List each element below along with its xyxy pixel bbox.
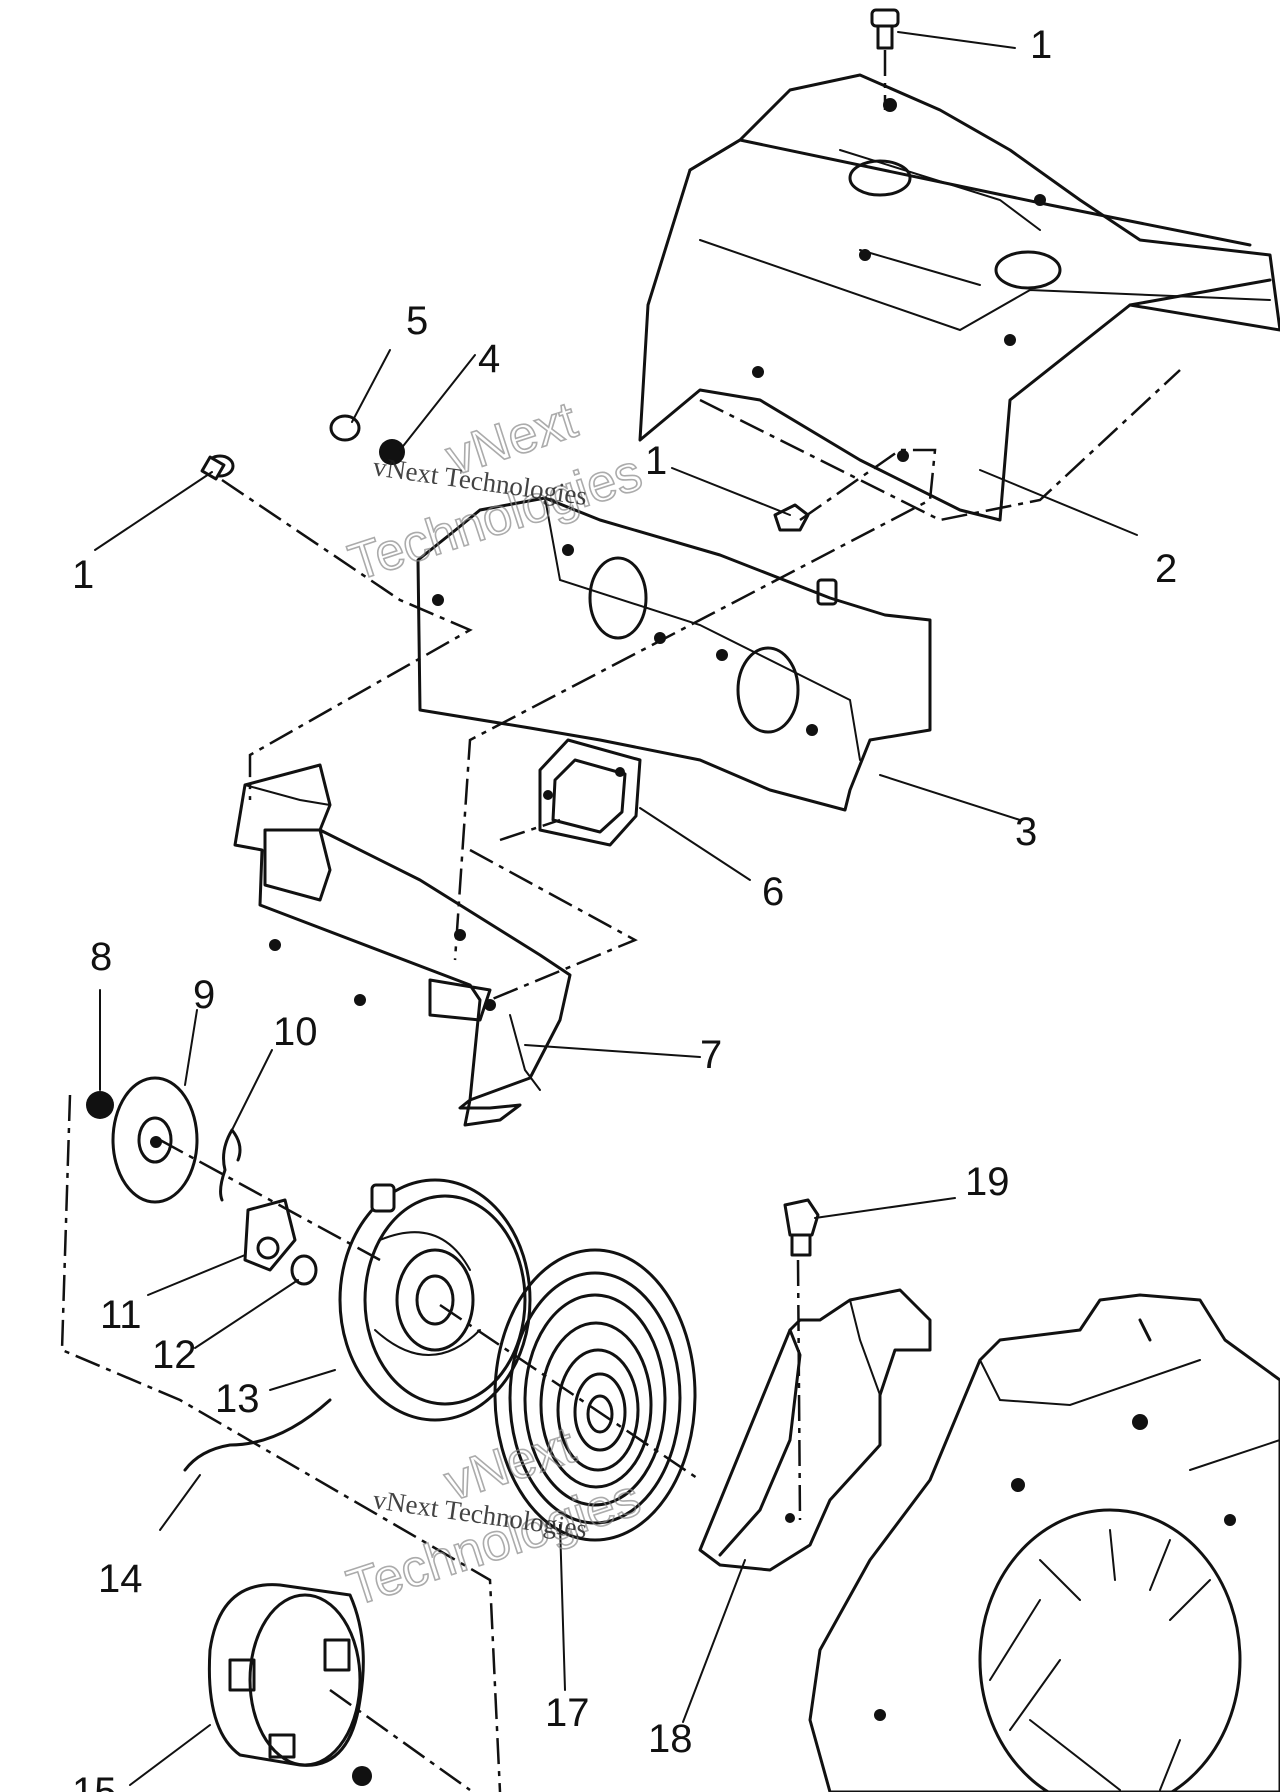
callout-4: 4: [478, 337, 500, 381]
fasteners: [200, 8, 900, 1257]
callout-9: 9: [193, 973, 215, 1017]
callout-11: 11: [100, 1293, 142, 1337]
callout-1-left: 1: [72, 553, 94, 597]
fan-housing: [808, 1293, 1280, 1792]
starter-hardware: [86, 1076, 318, 1286]
leader-lines: [94, 31, 1280, 1786]
callout-14: 14: [98, 1557, 143, 1601]
callout-5: 5: [406, 299, 428, 343]
callout-7: 7: [700, 1033, 722, 1077]
callout-19: 19: [965, 1160, 1010, 1204]
callout-15: 15: [72, 1770, 117, 1792]
baffle-plate: [416, 496, 932, 812]
starter-cup: [207, 1583, 372, 1786]
callout-labels: 1 2 3 4 5 1 1 6 7 8 9 10 11 12 13 14 15 …: [72, 23, 1177, 1792]
recoil-pulley: [183, 1178, 532, 1472]
callout-17: 17: [545, 1691, 590, 1735]
callout-1-top: 1: [1030, 23, 1052, 67]
callout-13: 13: [215, 1377, 260, 1421]
recoil-spring: [493, 1248, 697, 1542]
spring-bracket: [698, 1288, 932, 1572]
gasket: [538, 738, 642, 847]
callout-3: 3: [1015, 810, 1037, 854]
callout-8: 8: [90, 935, 112, 979]
alignment-lines: [60, 50, 1181, 1792]
callout-2: 2: [1155, 547, 1177, 591]
callout-10: 10: [273, 1010, 318, 1054]
callout-12: 12: [152, 1333, 197, 1377]
lower-bracket: [233, 763, 572, 1127]
callout-6: 6: [762, 870, 784, 914]
engine-shroud: [638, 73, 1280, 522]
callout-1-middle: 1: [645, 439, 667, 483]
callout-18: 18: [648, 1717, 693, 1761]
